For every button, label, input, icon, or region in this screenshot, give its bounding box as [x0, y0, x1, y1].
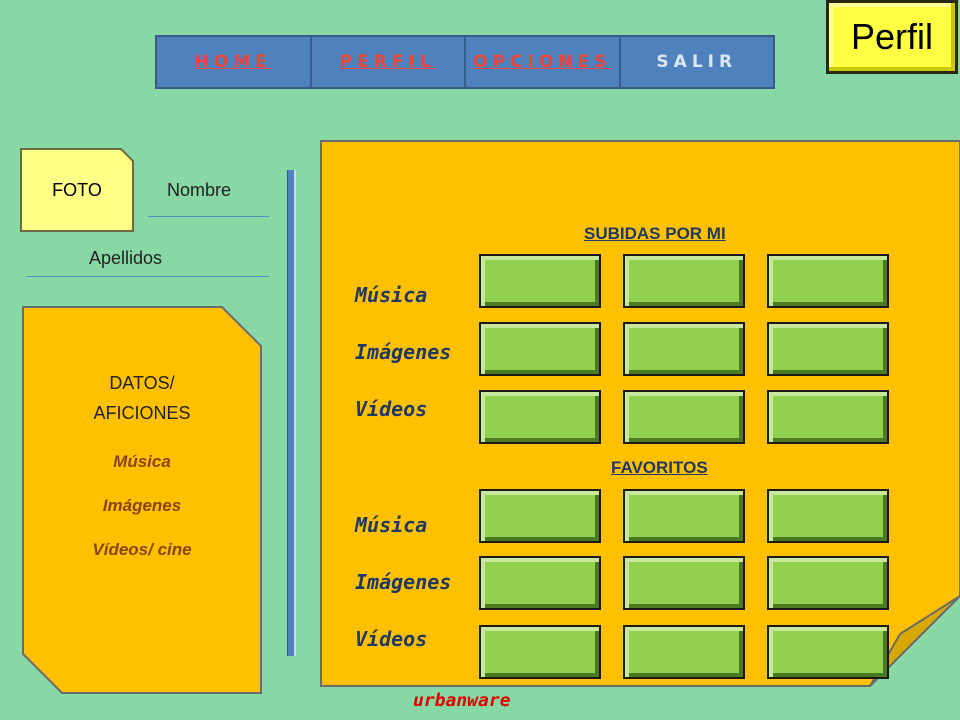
hobbies-panel-shape	[22, 306, 262, 694]
page-badge-label: Perfil	[850, 16, 934, 57]
favorites-row-images: Imágenes	[355, 570, 452, 594]
surname-field[interactable]	[26, 276, 269, 277]
uploaded-title: SUBIDAS POR MI	[584, 224, 726, 243]
favorites-music-tile-3[interactable]	[767, 489, 889, 543]
favorites-videos-tile-1[interactable]	[479, 625, 601, 679]
favorites-music-tile-2[interactable]	[623, 489, 745, 543]
favorites-images-tile-2[interactable]	[623, 556, 745, 610]
hobbies-content: DATOS/ AFICIONES Música Imágenes Vídeos/…	[22, 306, 262, 694]
uploaded-videos-tile-1[interactable]	[479, 390, 601, 444]
hobbies-header-2: AFICIONES	[93, 403, 191, 423]
favorites-row-videos: Vídeos	[355, 627, 428, 651]
nav-home[interactable]: HOME	[157, 37, 312, 87]
uploaded-images-tile-3[interactable]	[767, 322, 889, 376]
uploaded-row-videos: Vídeos	[355, 397, 428, 421]
favorites-images-tile-1[interactable]	[479, 556, 601, 610]
uploaded-videos-tile-2[interactable]	[623, 390, 745, 444]
nav-salir[interactable]: SALIR	[621, 37, 774, 87]
nav-home-label: HOME	[194, 52, 272, 72]
uploaded-images-tile-2[interactable]	[623, 322, 745, 376]
hobbies-header-1: DATOS/	[109, 373, 175, 393]
hobby-images[interactable]: Imágenes	[102, 496, 182, 515]
favorites-videos-tile-2[interactable]	[623, 625, 745, 679]
page-badge: Perfil	[826, 0, 958, 74]
hobby-videos[interactable]: Vídeos/ cine	[92, 540, 192, 559]
top-nav: HOME PERFIL OPCIONES SALIR	[155, 35, 775, 89]
profile-photo-label: FOTO	[52, 179, 102, 200]
footer-brand: urbanware	[413, 690, 511, 711]
hobbies-panel: DATOS/ AFICIONES Música Imágenes Vídeos/…	[22, 306, 262, 694]
uploaded-music-tile-3[interactable]	[767, 254, 889, 308]
favorites-row-music: Música	[355, 513, 428, 537]
nav-opciones[interactable]: OPCIONES	[466, 37, 621, 87]
nav-perfil-label: PERFIL	[339, 52, 436, 72]
uploaded-music-tile-2[interactable]	[623, 254, 745, 308]
nav-salir-label: SALIR	[656, 52, 738, 72]
surname-label: Apellidos	[89, 248, 163, 268]
uploaded-row-images: Imágenes	[355, 340, 452, 364]
favorites-videos-tile-3[interactable]	[767, 625, 889, 679]
uploaded-videos-tile-3[interactable]	[767, 390, 889, 444]
uploaded-images-tile-1[interactable]	[479, 322, 601, 376]
hobby-music[interactable]: Música	[113, 452, 171, 471]
name-field[interactable]	[148, 216, 269, 217]
favorites-images-tile-3[interactable]	[767, 556, 889, 610]
uploaded-row-music: Música	[355, 283, 428, 307]
nav-perfil[interactable]: PERFIL	[312, 37, 466, 87]
profile-photo[interactable]: FOTO	[20, 148, 134, 232]
uploaded-music-tile-1[interactable]	[479, 254, 601, 308]
favorites-music-tile-1[interactable]	[479, 489, 601, 543]
favorites-title: FAVORITOS	[611, 458, 708, 477]
name-label: Nombre	[167, 180, 232, 200]
nav-opciones-label: OPCIONES	[473, 52, 612, 72]
vertical-divider	[288, 170, 294, 656]
